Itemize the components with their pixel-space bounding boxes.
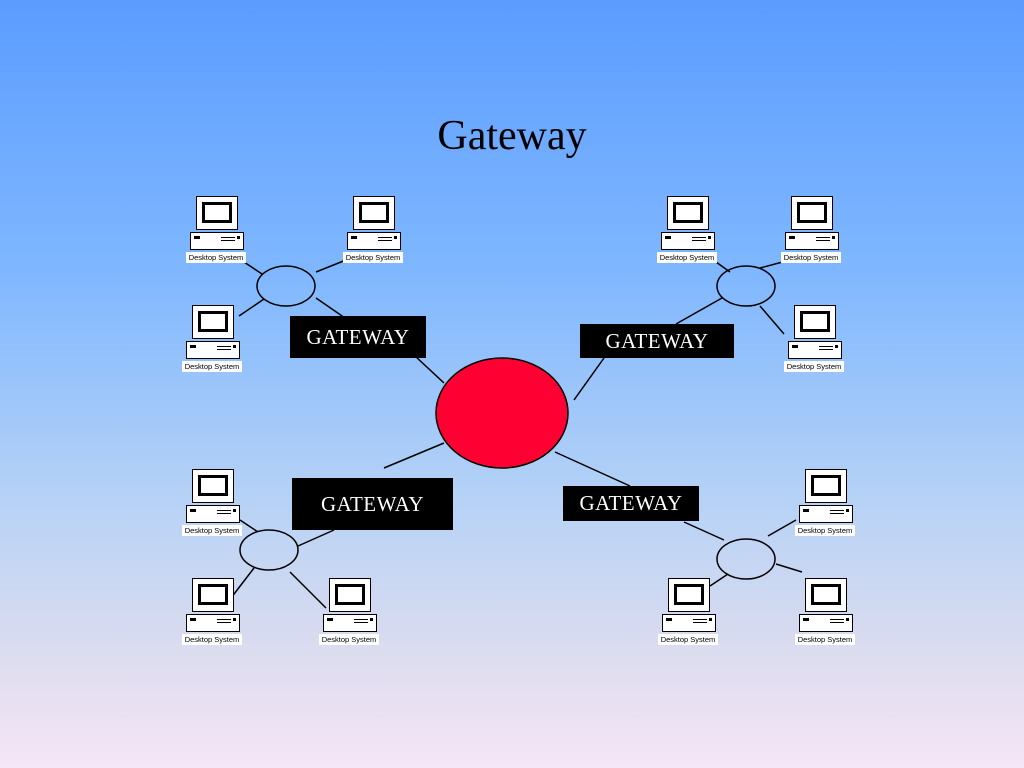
connector-line <box>775 563 803 573</box>
desktop-computer-icon: Desktop System <box>319 578 379 648</box>
computer-caption: Desktop System <box>182 634 242 645</box>
computer-caption: Desktop System <box>781 252 841 263</box>
connector-line <box>554 451 631 487</box>
network-hub-node <box>435 357 569 469</box>
desktop-computer-icon: Desktop System <box>784 305 844 375</box>
connector-line <box>297 529 335 547</box>
connector-line <box>383 442 445 469</box>
connector-line <box>315 259 347 273</box>
computer-caption: Desktop System <box>784 361 844 372</box>
gateway-label-top-left: GATEWAY <box>290 316 426 358</box>
computer-caption: Desktop System <box>658 634 718 645</box>
connector-line <box>683 521 725 541</box>
gateway-label-bottom-left: GATEWAY <box>292 478 453 530</box>
desktop-computer-icon: Desktop System <box>182 578 242 648</box>
gateway-label-bottom-right: GATEWAY <box>563 486 699 521</box>
desktop-computer-icon: Desktop System <box>182 305 242 375</box>
computer-caption: Desktop System <box>182 525 242 536</box>
connector-line <box>238 298 265 317</box>
computer-caption: Desktop System <box>343 252 403 263</box>
connector-lines <box>230 259 803 609</box>
desktop-computer-icon: Desktop System <box>186 196 246 266</box>
desktop-computer-icon: Desktop System <box>343 196 403 266</box>
desktop-computer-icon: Desktop System <box>795 469 855 539</box>
connector-line <box>675 297 723 325</box>
lan-node-bottom-left <box>239 529 299 571</box>
desktop-computer-icon: Desktop System <box>657 196 717 266</box>
connector-line <box>767 519 797 537</box>
slide-title: Gateway <box>437 113 587 159</box>
lan-node-bottom-right <box>716 538 776 580</box>
computer-caption: Desktop System <box>182 361 242 372</box>
connector-line <box>759 305 785 335</box>
computer-caption: Desktop System <box>319 634 379 645</box>
computer-caption: Desktop System <box>657 252 717 263</box>
desktop-computer-icon: Desktop System <box>658 578 718 648</box>
connector-line <box>414 355 445 384</box>
desktop-computer-icon: Desktop System <box>781 196 841 266</box>
connector-line <box>709 573 729 587</box>
computer-caption: Desktop System <box>795 634 855 645</box>
computer-caption: Desktop System <box>795 525 855 536</box>
connector-line <box>289 571 327 609</box>
desktop-computer-icon: Desktop System <box>182 469 242 539</box>
connector-line <box>573 357 605 401</box>
computer-caption: Desktop System <box>186 252 246 263</box>
connector-line <box>230 567 255 599</box>
connector-line <box>243 261 263 275</box>
connector-line <box>315 297 346 319</box>
lan-node-top-right <box>716 265 776 307</box>
connector-line <box>239 519 259 533</box>
gateway-label-top-right: GATEWAY <box>580 324 734 358</box>
lan-node-top-left <box>256 265 316 307</box>
desktop-computer-icon: Desktop System <box>795 578 855 648</box>
